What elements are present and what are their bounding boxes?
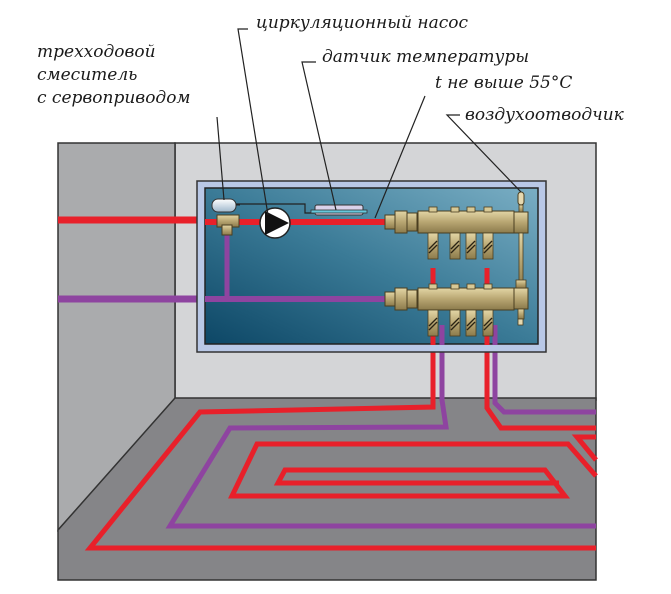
label-mixer-line-3: с сервоприводом bbox=[37, 88, 191, 108]
label-mixer-line-2: смеситель bbox=[37, 65, 137, 85]
return-valve-thread bbox=[428, 317, 438, 331]
return-circuit-valve-icon bbox=[449, 309, 461, 337]
return-valve-cap bbox=[483, 283, 493, 290]
supply-riser-right bbox=[484, 345, 596, 431]
supply-circuit-valve-icon bbox=[465, 232, 477, 260]
supply-valve-cap bbox=[450, 206, 460, 213]
return-circuit-valve-icon bbox=[482, 309, 494, 337]
return-riser-right bbox=[492, 345, 596, 415]
servo-cable bbox=[236, 203, 314, 214]
supply-valve-thread bbox=[466, 240, 476, 254]
supply-valve-thread bbox=[450, 240, 460, 254]
supply-valve-thread bbox=[428, 240, 438, 254]
leader-lines bbox=[216, 28, 522, 219]
return-manifold-icon bbox=[384, 287, 529, 311]
supply-valve-cap bbox=[483, 206, 493, 213]
return-valve-cap bbox=[466, 283, 476, 290]
supply-loop-inner-1 bbox=[228, 441, 598, 499]
supply-circuit-valve-icon bbox=[449, 232, 461, 260]
leader-sensor bbox=[301, 61, 337, 211]
label-temp-limit: t не выше 55°C bbox=[435, 73, 572, 93]
return-valve-thread bbox=[483, 317, 493, 331]
supply-valve-thread bbox=[483, 240, 493, 254]
supply-loop-right-edge bbox=[571, 434, 598, 462]
return-circuit-valve-icon bbox=[465, 309, 477, 337]
return-valve-cap bbox=[450, 283, 460, 290]
leader-mixer bbox=[216, 116, 225, 201]
leader-temp bbox=[374, 95, 426, 219]
supply-manifold-icon bbox=[384, 191, 529, 234]
supply-circuit-valve-icon bbox=[482, 232, 494, 260]
supply-loop-outer bbox=[84, 345, 596, 551]
return-valve-thread bbox=[466, 317, 476, 331]
drain-valve-icon bbox=[517, 308, 525, 326]
temperature-sensor-icon bbox=[310, 204, 368, 216]
leader-pump bbox=[237, 28, 269, 216]
leader-air-vent bbox=[445, 114, 522, 193]
manifold-rod-nut bbox=[515, 279, 527, 289]
supply-valve-cap bbox=[466, 206, 476, 213]
label-sensor: датчик температуры bbox=[322, 47, 529, 67]
manifold-valves bbox=[427, 206, 494, 337]
return-circuit-valve-icon bbox=[427, 309, 439, 337]
supply-circuit-valve-icon bbox=[427, 232, 439, 260]
label-air-vent: воздухоотводчик bbox=[465, 105, 625, 125]
label-mixer-line-1: трехходовой bbox=[37, 42, 156, 62]
three-way-valve-icon bbox=[211, 198, 240, 236]
supply-valve-cap bbox=[428, 206, 438, 213]
return-loop-1 bbox=[165, 345, 596, 529]
return-valve-thread bbox=[450, 317, 460, 331]
label-pump: циркуляционный насос bbox=[256, 13, 469, 33]
pump-icon bbox=[259, 207, 291, 239]
floor-heating-loops bbox=[84, 345, 598, 551]
return-valve-cap bbox=[428, 283, 438, 290]
